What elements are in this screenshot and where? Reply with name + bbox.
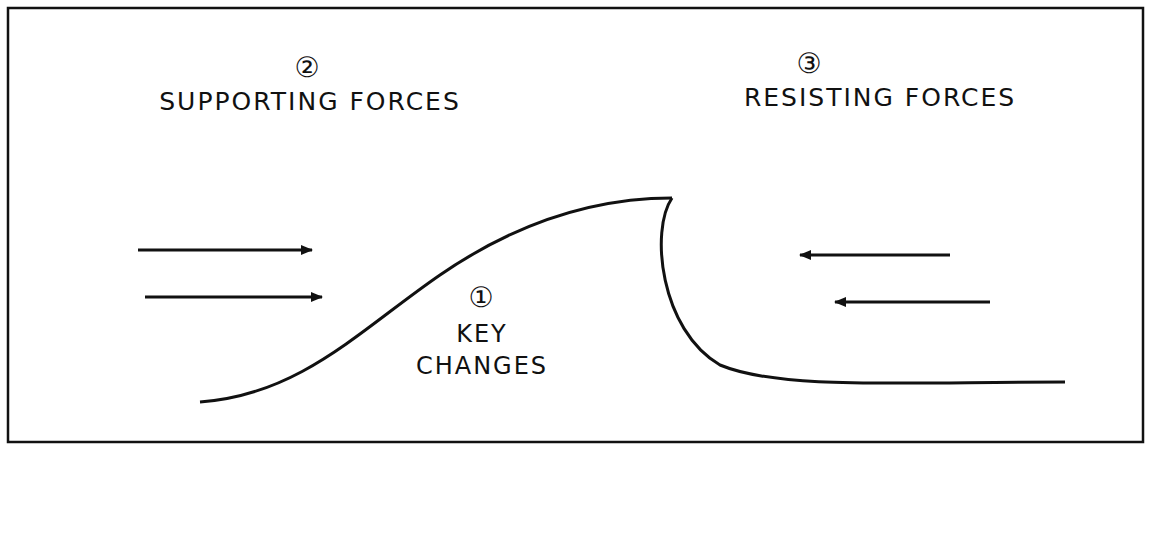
wave-crest bbox=[661, 198, 1065, 383]
frame bbox=[8, 8, 1143, 442]
callout-number: ② bbox=[268, 52, 348, 84]
force-arrow bbox=[800, 254, 950, 257]
force-arrow bbox=[145, 296, 322, 299]
wave-rise bbox=[200, 198, 672, 402]
center-label: KEY CHANGES bbox=[407, 318, 557, 382]
callout-number: ③ bbox=[770, 48, 850, 80]
callout-number: ① bbox=[442, 282, 522, 314]
force-label: SUPPORTING FORCES bbox=[100, 86, 520, 118]
force-arrow bbox=[835, 301, 990, 304]
force-arrow bbox=[138, 249, 312, 252]
force-label: RESISTING FORCES bbox=[670, 82, 1090, 114]
